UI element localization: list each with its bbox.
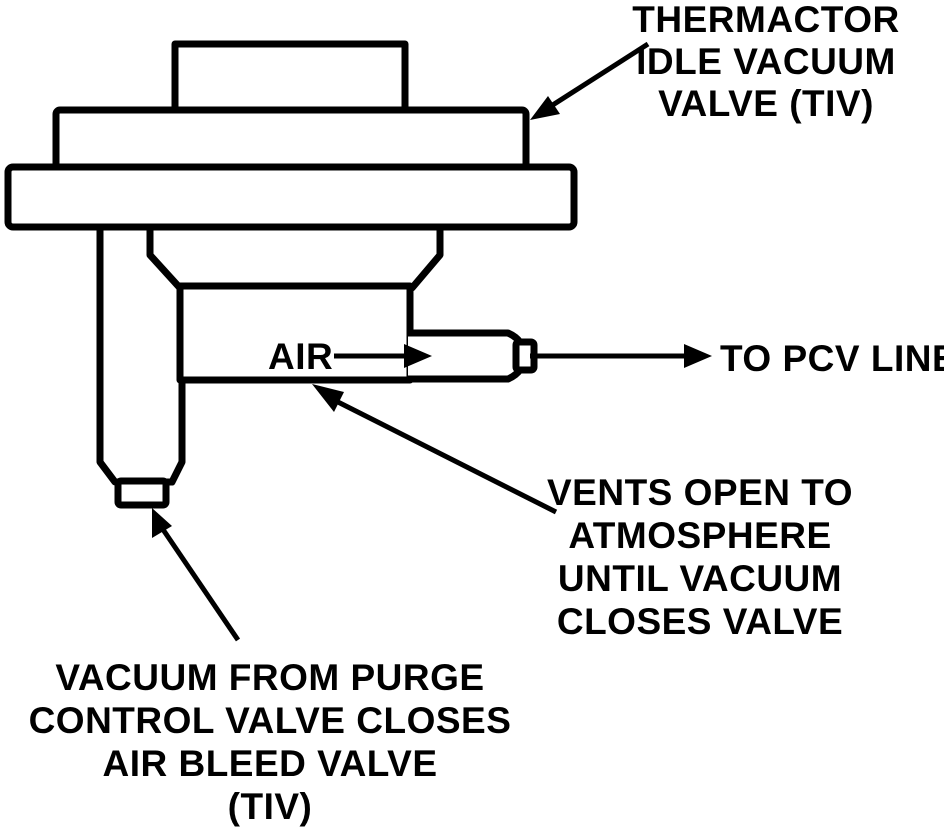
tiv-title-line-3: VALVE (TIV) [658, 83, 874, 124]
vacuum-line-1: VACUUM FROM PURGE [55, 657, 484, 698]
tiv-pointer-arrowhead [530, 96, 560, 120]
air-arrow-arrowhead [404, 344, 432, 368]
tiv-pointer-line [546, 41, 650, 111]
valve-illustration [4, 40, 578, 509]
pcv-arrow-arrowhead [684, 344, 712, 368]
valve-neck [146, 223, 444, 292]
vacuum-pointer-line [159, 526, 241, 642]
vents-line-4: CLOSES VALVE [557, 601, 843, 642]
vents-line-2: ATMOSPHERE [568, 515, 831, 556]
valve-flange-plate [4, 163, 578, 231]
vents-pointer-line [328, 395, 558, 515]
vents-label: VENTS OPEN TO ATMOSPHERE UNTIL VACUUM CL… [547, 472, 853, 642]
tiv-title-label: THERMACTOR IDLE VACUUM VALVE (TIV) [632, 0, 899, 124]
tiv-title-line-1: THERMACTOR [632, 0, 899, 40]
vacuum-pointer-arrowhead [152, 508, 172, 538]
vacuum-nipple [114, 477, 170, 509]
pcv-line-label: TO PCV LINE [720, 338, 944, 379]
vacuum-label: VACUUM FROM PURGE CONTROL VALVE CLOSES A… [29, 657, 512, 827]
air-label: AIR [268, 336, 333, 377]
vacuum-line-2: CONTROL VALVE CLOSES [29, 700, 512, 741]
vents-line-3: UNTIL VACUUM [558, 558, 842, 599]
valve-upper-flange [52, 106, 530, 172]
tiv-title-line-2: IDLE VACUUM [636, 41, 896, 82]
vents-line-1: VENTS OPEN TO [547, 472, 853, 513]
valve-top-cap [171, 40, 409, 116]
vacuum-line-3: AIR BLEED VALVE [102, 743, 437, 784]
vacuum-line-4: (TIV) [228, 786, 313, 827]
vents-pointer-arrowhead [312, 384, 344, 412]
